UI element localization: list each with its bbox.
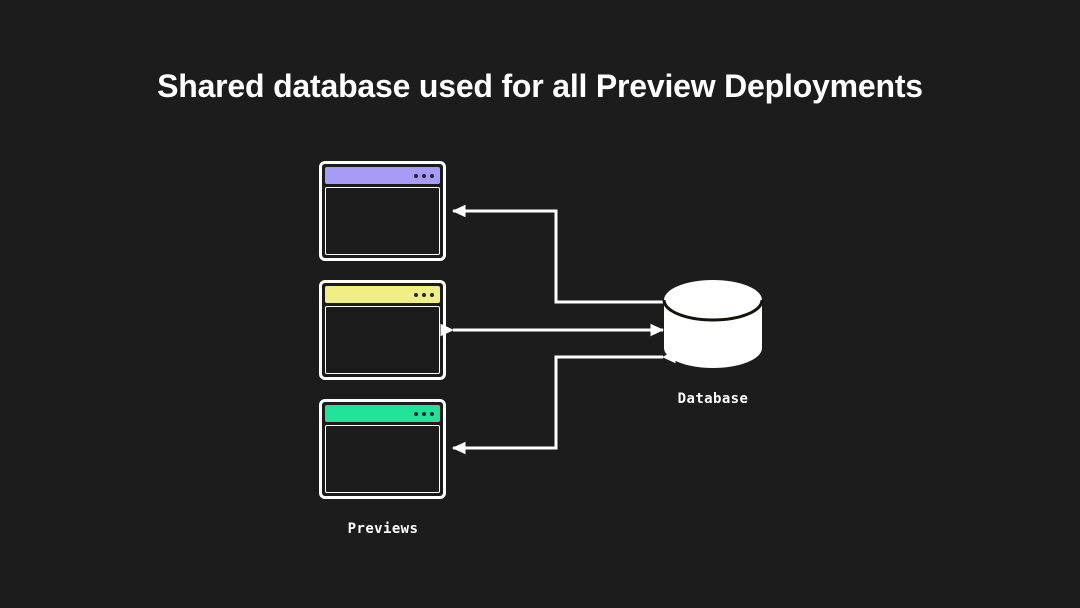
window-dot-icon <box>414 173 418 178</box>
window-content-purple <box>325 187 440 255</box>
preview-window-yellow <box>319 280 446 380</box>
preview-window-green <box>319 399 446 499</box>
window-dot-icon <box>430 411 434 416</box>
window-titlebar-purple <box>325 167 440 184</box>
previews-label: Previews <box>347 521 419 537</box>
preview-window-purple <box>319 161 446 261</box>
window-content-green <box>325 425 440 493</box>
window-titlebar-yellow <box>325 286 440 303</box>
database-cylinder <box>662 280 764 368</box>
window-dots-icon <box>414 173 434 178</box>
window-content-yellow <box>325 306 440 374</box>
window-dot-icon <box>422 411 426 416</box>
page-title: Shared database used for all Preview Dep… <box>157 68 923 104</box>
database-label: Database <box>677 391 749 407</box>
window-dot-icon <box>430 292 434 297</box>
window-dot-icon <box>430 173 434 178</box>
window-dot-icon <box>422 292 426 297</box>
window-dots-icon <box>414 292 434 297</box>
window-dots-icon <box>414 411 434 416</box>
window-dot-icon <box>414 292 418 297</box>
window-dot-icon <box>414 411 418 416</box>
connector-purple-window <box>451 204 676 309</box>
window-dot-icon <box>422 173 426 178</box>
window-titlebar-green <box>325 405 440 422</box>
